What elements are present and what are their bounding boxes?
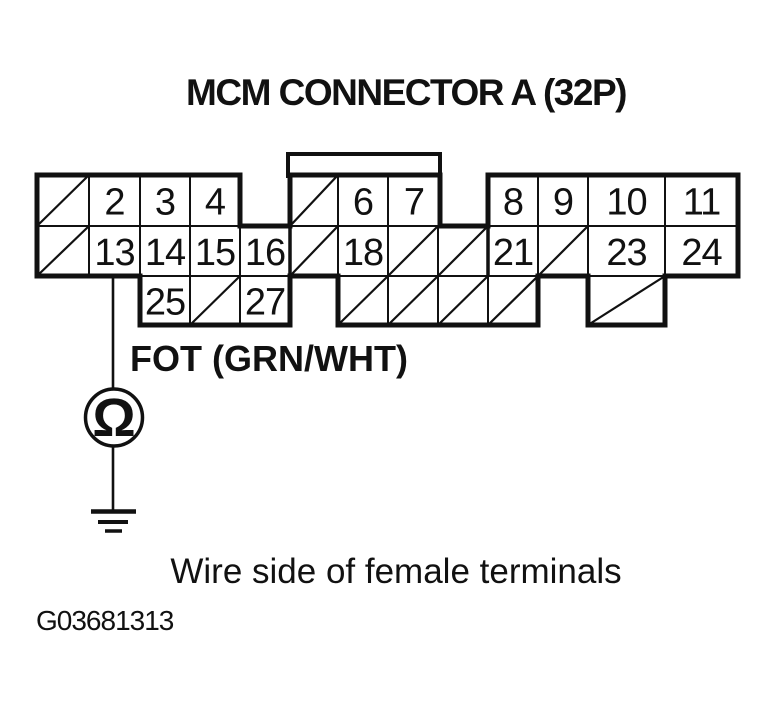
- no-terminal-slash: [437, 275, 489, 326]
- no-terminal-slash: [587, 275, 666, 326]
- diagram-title: MCM CONNECTOR A (32P): [186, 72, 626, 113]
- pin-cell-18: [337, 225, 389, 277]
- no-terminal-slash: [537, 225, 589, 277]
- no-terminal-slash: [189, 275, 241, 326]
- pin-number-9: 9: [553, 182, 573, 224]
- no-terminal-slash: [36, 225, 90, 277]
- pin-number-24: 24: [681, 232, 722, 274]
- pin-number-8: 8: [503, 182, 523, 224]
- no-terminal-slash: [289, 225, 339, 277]
- test-circuit: Ω: [83, 277, 145, 533]
- pin-cell-27: [239, 275, 291, 326]
- pin-number-14: 14: [145, 232, 186, 274]
- pin-number-27: 27: [245, 282, 285, 324]
- pin-number-13: 13: [94, 232, 134, 274]
- no-terminal-slash: [337, 275, 389, 326]
- pin-number-10: 10: [606, 182, 646, 224]
- no-terminal-slash: [437, 225, 489, 277]
- pin-number-15: 15: [195, 232, 235, 274]
- pin-number-16: 16: [245, 232, 285, 274]
- no-terminal-slash: [487, 275, 539, 326]
- no-terminal-slash: [289, 174, 339, 227]
- pin-number-23: 23: [606, 232, 646, 274]
- caption: Wire side of female terminals: [170, 552, 621, 591]
- pin-cell-15: [189, 225, 241, 277]
- pin-number-25: 25: [145, 282, 185, 324]
- wire-label: FOT (GRN/WHT): [130, 338, 408, 379]
- pin-number-18: 18: [343, 232, 383, 274]
- pin-cell-6: [337, 174, 389, 227]
- no-terminal-slash: [387, 225, 439, 277]
- pin-number-11: 11: [683, 182, 720, 224]
- pin-number-7: 7: [404, 182, 424, 224]
- pin-cell-11: [664, 174, 739, 227]
- ohm-symbol: Ω: [92, 388, 135, 448]
- figure-id: G03681313: [36, 605, 174, 636]
- pin-number-4: 4: [205, 182, 226, 224]
- pin-cell-14: [139, 225, 191, 277]
- pin-number-3: 3: [155, 182, 175, 224]
- ground-icon: [91, 509, 136, 533]
- no-terminal-slash: [387, 275, 439, 326]
- no-terminal-slash: [36, 174, 90, 227]
- pin-number-2: 2: [104, 182, 124, 224]
- pin-number-6: 6: [353, 182, 373, 224]
- pin-number-21: 21: [493, 232, 533, 274]
